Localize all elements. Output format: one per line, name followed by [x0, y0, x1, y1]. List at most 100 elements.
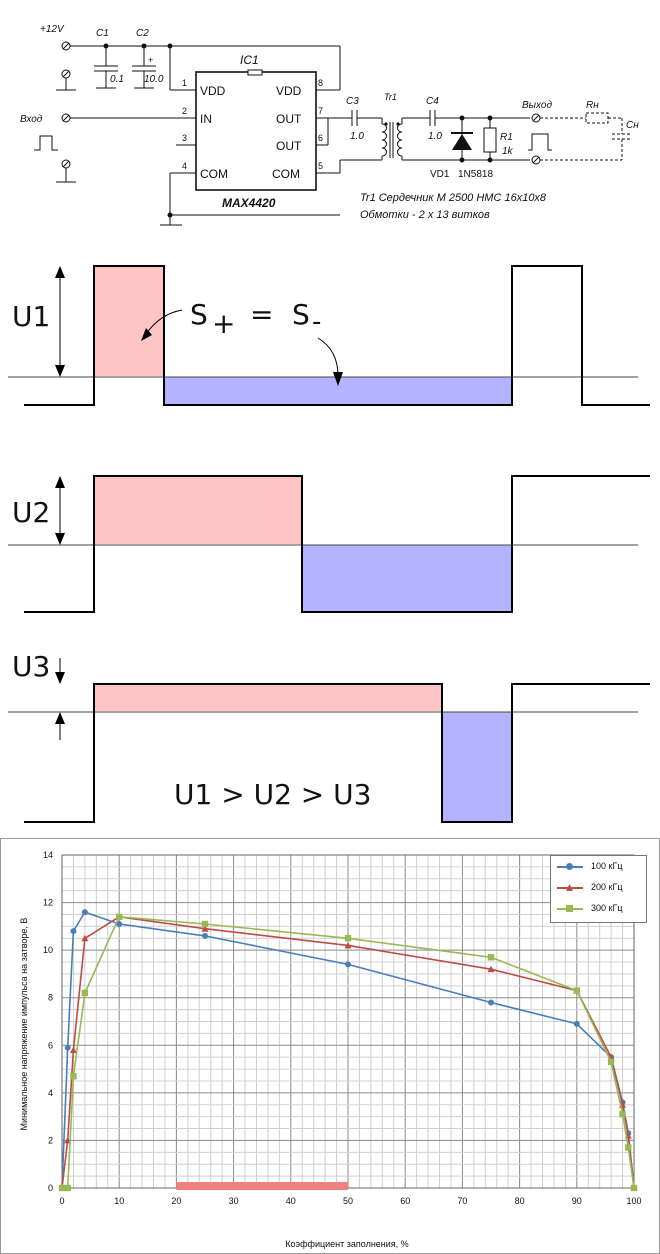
- pin-5-num: 5: [318, 161, 323, 171]
- pin-8-label: VDD: [276, 84, 302, 98]
- pin-7-num: 7: [318, 106, 323, 116]
- data-point: [630, 1184, 638, 1192]
- x-tick-label: 70: [457, 1196, 467, 1206]
- y-tick-label: 2: [48, 1135, 53, 1145]
- data-point: [607, 1058, 615, 1066]
- pin-4-label: COM: [200, 167, 228, 181]
- waveform-3: [24, 683, 650, 823]
- data-point: [201, 925, 209, 932]
- pin-2-label: IN: [200, 112, 212, 126]
- c2-name: C2: [136, 28, 149, 39]
- pin-6-num: 6: [318, 133, 323, 143]
- pin-1-label: VDD: [200, 84, 226, 98]
- data-point: [345, 961, 351, 968]
- legend-item-100khz: 100 кГц: [551, 856, 646, 877]
- x-tick-label: 90: [572, 1196, 582, 1206]
- data-point: [64, 1044, 71, 1051]
- data-point: [487, 954, 495, 961]
- load-resistor-label: Rн: [586, 100, 599, 111]
- equation-s-plus: S: [190, 298, 208, 331]
- positive-area-3: [94, 684, 442, 711]
- data-point: [344, 935, 352, 942]
- legend-item-300khz: 300 кГц: [551, 898, 646, 919]
- ic-name: IC1: [240, 53, 259, 67]
- x-axis-label: Коэффициент заполнения, %: [285, 1239, 408, 1249]
- c2-value: 10.0: [144, 74, 164, 85]
- data-point: [202, 932, 208, 939]
- data-point: [116, 913, 123, 921]
- equation-minus: -: [312, 307, 321, 337]
- c2-polarity: +: [148, 55, 153, 65]
- input-label: Вход: [20, 114, 43, 125]
- waveform-diagrams: U1 S + = S - U2 U3 U1 > U2 > U3: [8, 265, 650, 823]
- u3-label: U3: [12, 650, 50, 683]
- chart-legend: 100 кГц 200 кГц 300 кГц: [550, 855, 647, 923]
- diode-part: 1N5818: [458, 169, 493, 180]
- pin-8-num: 8: [318, 78, 323, 88]
- data-point: [58, 1184, 66, 1192]
- transformer-note: Tr1 Сердечник М 2500 НМС 16х10х8: [360, 192, 547, 204]
- c1-name: C1: [96, 28, 109, 39]
- data-point: [487, 965, 495, 973]
- positive-area-1: [94, 266, 164, 376]
- positive-area-2: [94, 476, 302, 544]
- legend-item-200khz: 200 кГц: [551, 877, 646, 898]
- pin-2-num: 2: [182, 106, 187, 116]
- inequality-label: U1 > U2 > U3: [174, 778, 371, 811]
- output-label: Выход: [522, 100, 552, 111]
- y-tick-label: 6: [48, 1040, 53, 1050]
- c4-name: C4: [426, 96, 439, 107]
- data-point: [625, 1144, 632, 1151]
- c3-name: C3: [346, 96, 359, 107]
- y-tick-label: 14: [43, 850, 53, 860]
- data-point: [81, 934, 89, 942]
- x-tick-label: 100: [626, 1196, 641, 1206]
- y-tick-label: 12: [43, 898, 53, 908]
- x-tick-label: 80: [515, 1196, 525, 1206]
- load-capacitor-label: Сн: [626, 120, 639, 131]
- recommended-range-bar: [176, 1182, 348, 1190]
- y-axis-label: Минимальное напряжение импульса на затво…: [19, 918, 29, 1131]
- c4-value: 1.0: [428, 131, 442, 142]
- data-point: [70, 1073, 77, 1080]
- data-point: [201, 920, 209, 928]
- data-point: [70, 928, 77, 935]
- data-point: [81, 909, 88, 916]
- pin-6-label: OUT: [276, 139, 302, 153]
- data-point: [116, 920, 123, 927]
- circuit-schematic: +12V C1 0.1 C2 + 10.0 IC1 MAX4420 Вход В…: [20, 24, 639, 226]
- pin-7-label: OUT: [276, 112, 302, 126]
- r1-name: R1: [500, 132, 513, 143]
- c3-value: 1.0: [350, 131, 364, 142]
- r1-value: 1k: [502, 146, 514, 157]
- x-tick-label: 20: [171, 1196, 181, 1206]
- supply-label: +12V: [40, 24, 65, 35]
- x-tick-label: 50: [343, 1196, 353, 1206]
- x-tick-label: 10: [114, 1196, 124, 1206]
- diode-name: VD1: [430, 169, 450, 180]
- negative-area-3: [442, 712, 512, 822]
- u2-label: U2: [12, 496, 50, 529]
- x-tick-label: 40: [286, 1196, 296, 1206]
- pin-4-num: 4: [182, 161, 187, 171]
- data-point: [69, 1046, 77, 1054]
- negative-area-2: [302, 545, 512, 612]
- pin-5-label: COM: [272, 167, 300, 181]
- equation-plus: +: [212, 307, 235, 340]
- c1-value: 0.1: [110, 74, 124, 85]
- y-tick-label: 0: [48, 1183, 53, 1193]
- transformer-name: Tr1: [384, 92, 397, 102]
- equation-s-minus: S: [292, 298, 310, 331]
- x-tick-label: 0: [59, 1196, 64, 1206]
- u1-label: U1: [12, 300, 50, 333]
- data-point: [488, 999, 494, 1006]
- data-point: [573, 987, 580, 994]
- ic-part: MAX4420: [222, 196, 276, 210]
- data-point: [64, 1184, 71, 1192]
- data-point: [81, 989, 89, 997]
- data-point: [344, 941, 352, 949]
- x-tick-label: 30: [229, 1196, 239, 1206]
- pin-1-num: 1: [182, 78, 187, 88]
- data-point: [619, 1111, 626, 1118]
